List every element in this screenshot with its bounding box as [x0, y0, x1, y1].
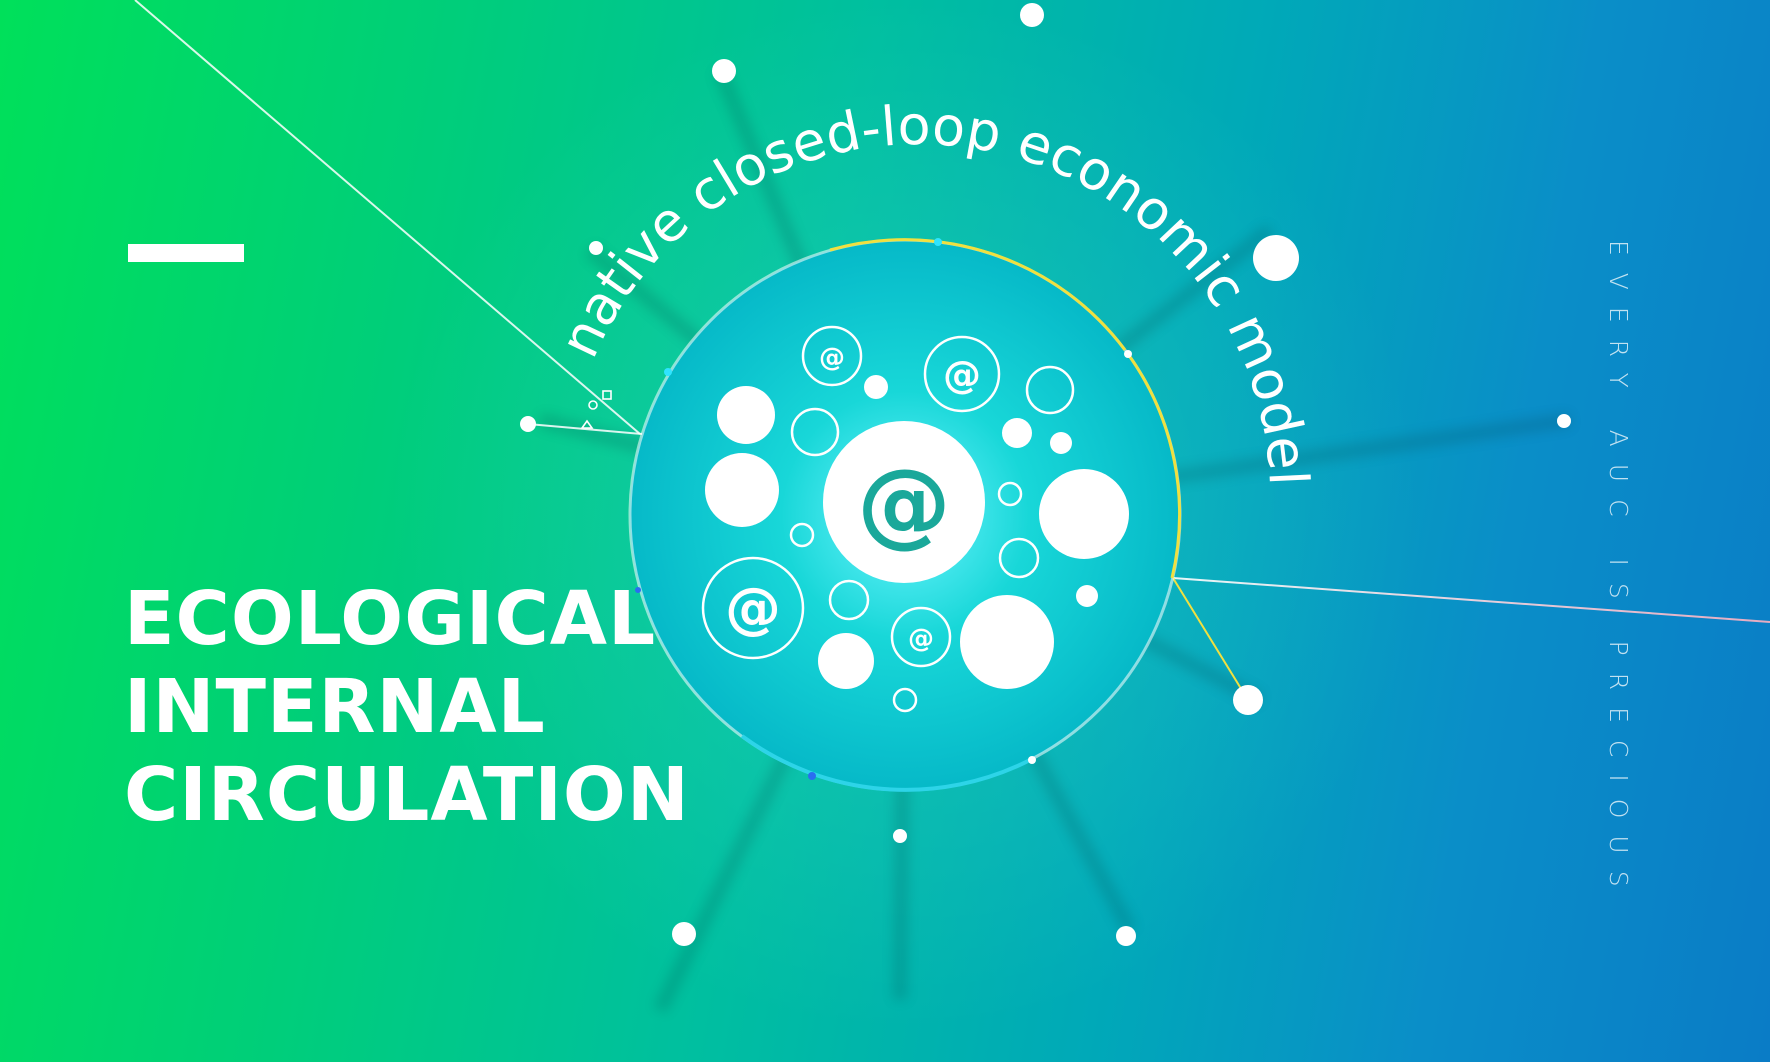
at-icon: @ [819, 343, 845, 373]
ring-at-symbols: @ @ @ @ [725, 343, 981, 654]
at-icon: @ [908, 624, 934, 654]
link-markers [580, 390, 612, 429]
satellite-nodes [520, 3, 1571, 946]
connection-lines [134, 0, 1770, 701]
side-tagline: EVERY AUC IS PRECIOUS [1604, 240, 1633, 904]
center-at-badge: @ [823, 421, 985, 583]
center-at-symbol: @ [857, 449, 951, 558]
at-icon: @ [725, 576, 781, 641]
main-title: ECOLOGICAL INTERNAL CIRCULATION [124, 575, 690, 839]
ring-at-badges [701, 325, 1001, 668]
title-line-3: CIRCULATION [124, 752, 690, 838]
title-line-1: ECOLOGICAL [124, 576, 657, 662]
at-icon: @ [943, 353, 981, 397]
bubble-cluster [705, 365, 1129, 713]
title-line-2: INTERNAL [124, 664, 546, 750]
accent-bar [128, 244, 244, 262]
